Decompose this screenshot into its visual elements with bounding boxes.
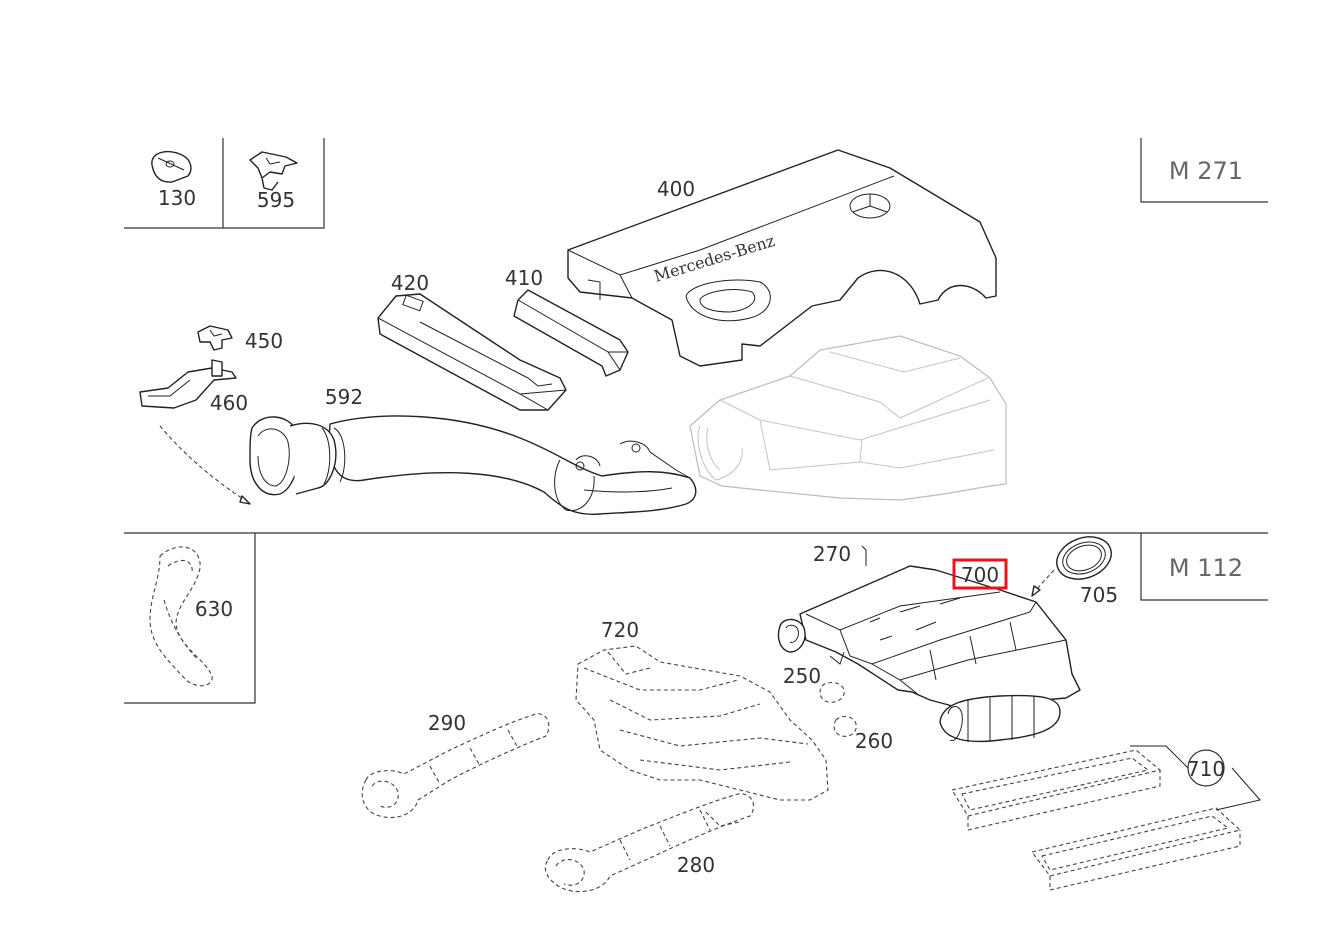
highlight-700-box xyxy=(952,558,1008,590)
engine-label-m112: M 112 xyxy=(1169,554,1243,582)
callout-260: 260 xyxy=(855,729,893,753)
callout-450: 450 xyxy=(245,329,283,353)
part-460-tie-end xyxy=(239,495,251,505)
callout-720: 720 xyxy=(601,618,639,642)
callout-280: 280 xyxy=(677,853,715,877)
callout-270-leader xyxy=(861,545,867,566)
part-710-filter-element-lower[interactable] xyxy=(1031,807,1242,891)
callout-460: 460 xyxy=(210,391,248,415)
callout-592: 592 xyxy=(325,385,363,409)
callout-710: 710 xyxy=(1187,757,1225,781)
part-290-hose[interactable] xyxy=(361,713,550,818)
callout-400: 400 xyxy=(657,177,695,201)
part-460-bracket[interactable] xyxy=(139,359,237,409)
callout-270: 270 xyxy=(813,542,851,566)
part-460-tie-dashed xyxy=(159,425,249,503)
part-595-clip[interactable] xyxy=(249,151,298,191)
callout-700[interactable]: 700 xyxy=(961,563,999,587)
part-420-cover-strip[interactable] xyxy=(377,293,567,411)
callout-710-leader-top xyxy=(1130,745,1189,769)
frame-lines xyxy=(124,138,1268,704)
callout-705: 705 xyxy=(1080,583,1118,607)
part-260-grommet[interactable] xyxy=(833,715,857,737)
callout-710-leader-right xyxy=(1215,767,1261,811)
part-700-airbox-housing[interactable] xyxy=(777,565,1081,743)
part-400-engine-cover[interactable]: Mercedes-Benz xyxy=(567,149,997,367)
part-705-seal-ring[interactable] xyxy=(1051,530,1117,587)
callout-250: 250 xyxy=(783,664,821,688)
part-410-seal-strip[interactable] xyxy=(513,289,629,377)
callout-630: 630 xyxy=(195,597,233,621)
callout-420: 420 xyxy=(391,271,429,295)
callout-290: 290 xyxy=(428,711,466,735)
callout-710-circle xyxy=(1187,749,1225,787)
part-592-intake-hose[interactable] xyxy=(249,415,697,515)
part-705-leader xyxy=(1035,569,1055,591)
part-280-hose[interactable] xyxy=(544,793,755,893)
ghost-airbox-m271 xyxy=(689,335,1007,501)
part-720-intake-duct[interactable] xyxy=(575,645,829,801)
part-710-filter-element-upper[interactable] xyxy=(951,749,1162,831)
callout-410: 410 xyxy=(505,266,543,290)
callout-595: 595 xyxy=(257,188,295,212)
part-630-hose[interactable] xyxy=(149,546,213,687)
part-450-clip[interactable] xyxy=(197,325,233,351)
part-705-arrow xyxy=(1031,585,1041,597)
callout-130: 130 xyxy=(158,186,196,210)
part-130-clip[interactable] xyxy=(151,150,192,183)
engine-label-m271: M 271 xyxy=(1169,157,1243,185)
part-250-grommet[interactable] xyxy=(819,681,845,703)
